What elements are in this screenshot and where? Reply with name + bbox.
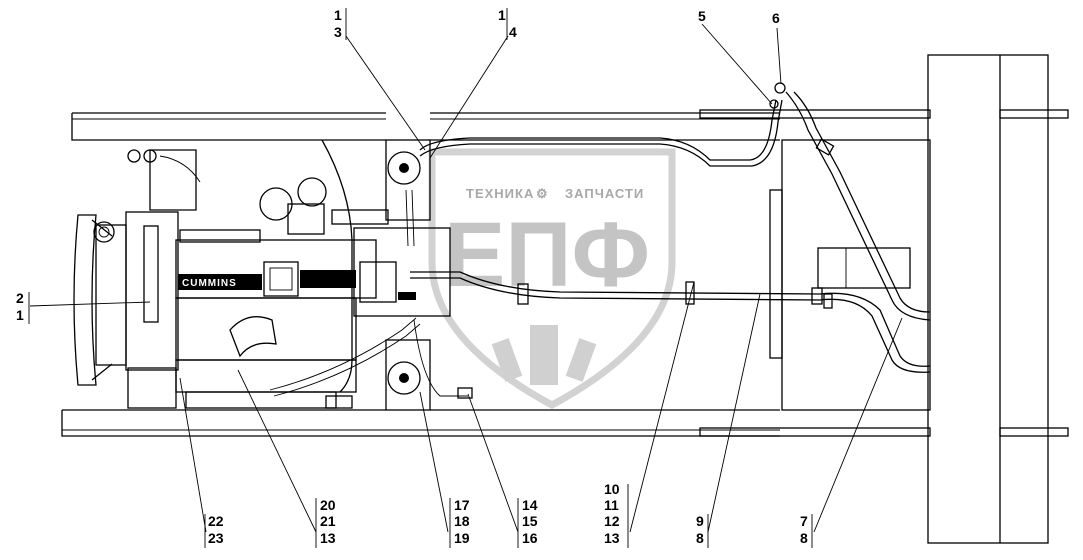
- svg-text:11: 11: [604, 497, 619, 513]
- svg-text:17: 17: [454, 497, 470, 513]
- svg-text:10: 10: [604, 481, 620, 497]
- callout-7-8: 7 8: [800, 513, 813, 548]
- engine-brand-label: CUMMINS: [182, 278, 237, 289]
- svg-text:1: 1: [498, 7, 506, 23]
- radiator-fan: [73, 211, 179, 386]
- svg-text:4: 4: [509, 24, 517, 40]
- engine-block: CUMMINS: [127, 139, 451, 411]
- svg-text:19: 19: [454, 530, 470, 546]
- watermark-logo-letters: ЕПФ: [444, 204, 650, 306]
- callout-1-3: 1 3: [334, 7, 347, 40]
- watermark-gear-icon: ⚙: [536, 186, 549, 201]
- svg-text:5: 5: [698, 8, 706, 24]
- callout-1-4: 1 4: [498, 7, 517, 40]
- leader-lines: [29, 23, 903, 533]
- wheat-icon: [491, 325, 597, 385]
- callout-6: 6: [772, 10, 780, 26]
- svg-text:16: 16: [522, 530, 538, 546]
- callout-20-21-13: 20 21 13: [315, 497, 336, 548]
- svg-text:23: 23: [208, 530, 224, 546]
- callout-14-15-16: 14 15 16: [517, 497, 538, 548]
- svg-text:8: 8: [696, 530, 704, 546]
- rear-platform: [769, 54, 1049, 544]
- watermark-text-right: ЗАПЧАСТИ: [565, 186, 644, 201]
- watermark: ТЕХНИКА ⚙ ЗАПЧАСТИ ЕПФ: [428, 148, 676, 409]
- callout-22-23: 22 23: [204, 513, 224, 548]
- watermark-shield: [428, 148, 676, 409]
- svg-text:15: 15: [522, 513, 538, 529]
- svg-text:6: 6: [772, 10, 780, 26]
- svg-text:22: 22: [208, 513, 224, 529]
- svg-text:7: 7: [800, 513, 808, 529]
- svg-text:13: 13: [320, 530, 336, 546]
- svg-text:1: 1: [334, 7, 342, 23]
- svg-text:21: 21: [320, 513, 336, 529]
- callout-17-18-19: 17 18 19: [449, 497, 470, 548]
- svg-text:14: 14: [522, 497, 538, 513]
- svg-text:1: 1: [16, 307, 24, 323]
- svg-text:9: 9: [696, 513, 704, 529]
- callout-10-11-12-13: 10 11 12 13: [604, 481, 629, 548]
- svg-text:8: 8: [800, 530, 808, 546]
- svg-text:12: 12: [604, 513, 620, 529]
- svg-text:2: 2: [16, 290, 24, 306]
- callout-2-1: 2 1: [16, 290, 30, 324]
- callout-5: 5: [698, 8, 706, 24]
- svg-text:13: 13: [604, 530, 620, 546]
- watermark-text-left: ТЕХНИКА: [466, 186, 534, 201]
- svg-text:18: 18: [454, 513, 470, 529]
- callout-9-8: 9 8: [696, 513, 709, 548]
- svg-text:3: 3: [334, 24, 342, 40]
- svg-text:20: 20: [320, 497, 336, 513]
